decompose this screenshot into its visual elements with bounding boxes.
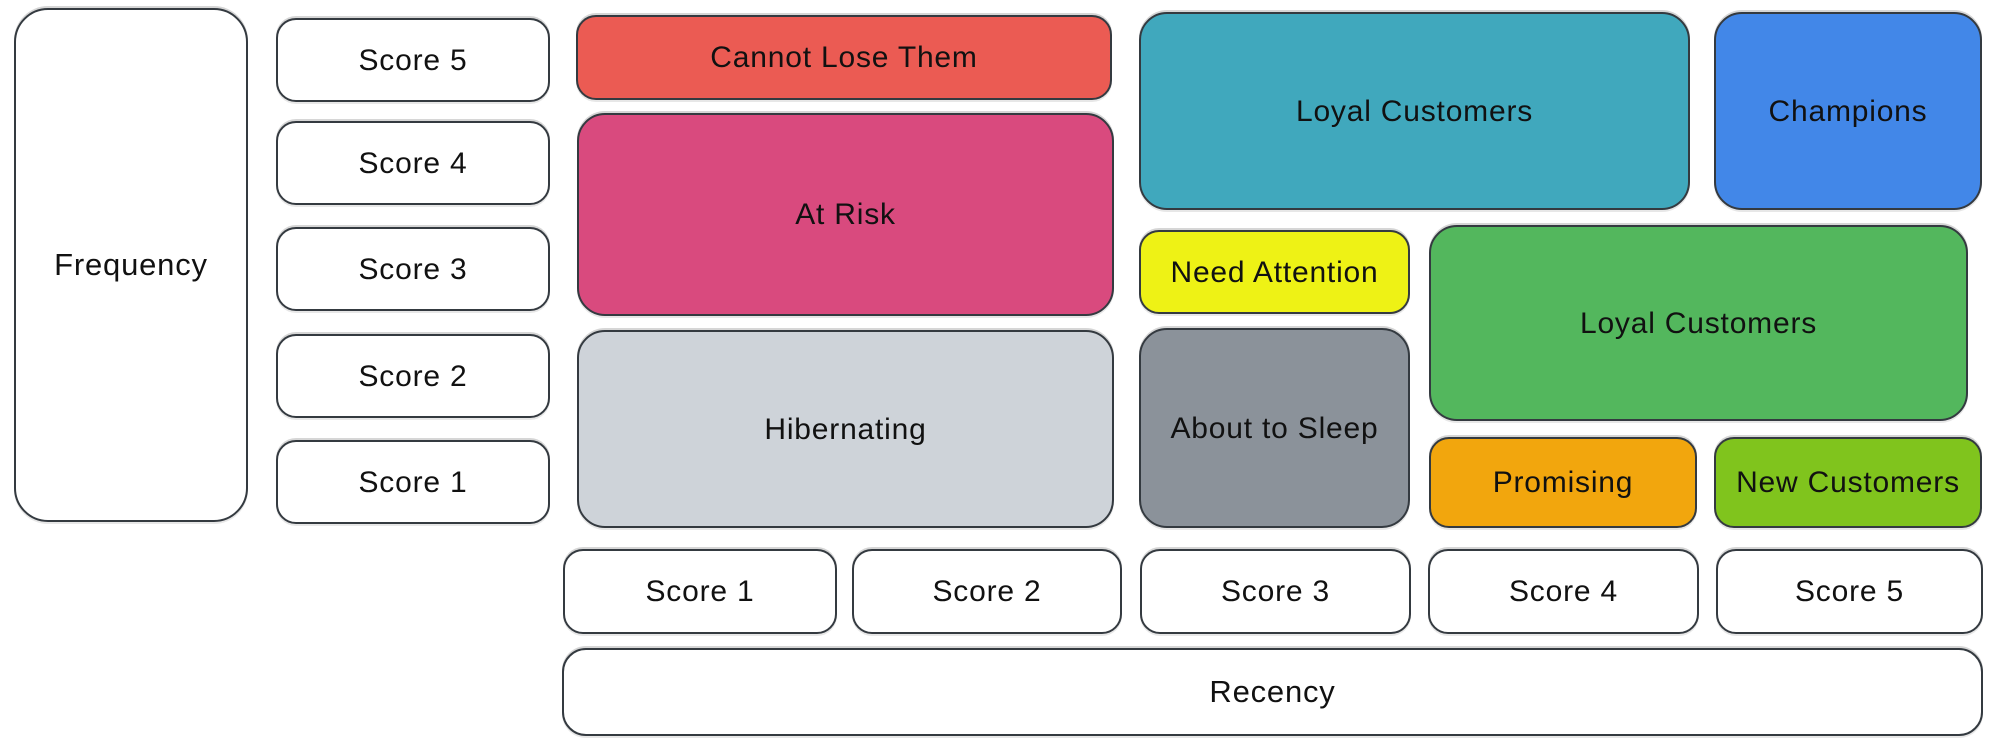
frequency-score-1: Score 1 (276, 440, 550, 524)
frequency-score-3: Score 3 (276, 227, 550, 311)
segment-at-risk: At Risk (577, 113, 1114, 316)
recency-score-5: Score 5 (1716, 549, 1983, 634)
segment-hibernating: Hibernating (577, 330, 1114, 528)
frequency-score-4: Score 4 (276, 121, 550, 205)
segment-about-to-sleep: About to Sleep (1139, 328, 1410, 528)
recency-score-2: Score 2 (852, 549, 1122, 634)
segment-champions: Champions (1714, 12, 1982, 210)
segment-cannot-lose-them: Cannot Lose Them (576, 15, 1112, 100)
recency-axis-label: Recency (562, 648, 1983, 736)
segment-need-attention: Need Attention (1139, 230, 1410, 314)
frequency-score-5: Score 5 (276, 18, 550, 102)
segment-loyal-customers-mid: Loyal Customers (1429, 225, 1968, 421)
frequency-score-2: Score 2 (276, 334, 550, 418)
segment-promising: Promising (1429, 437, 1697, 528)
segment-loyal-customers-top: Loyal Customers (1139, 12, 1690, 210)
recency-score-1: Score 1 (563, 549, 837, 634)
segment-new-customers: New Customers (1714, 437, 1982, 528)
recency-score-4: Score 4 (1428, 549, 1699, 634)
recency-score-3: Score 3 (1140, 549, 1411, 634)
frequency-axis-label: Frequency (14, 8, 248, 522)
